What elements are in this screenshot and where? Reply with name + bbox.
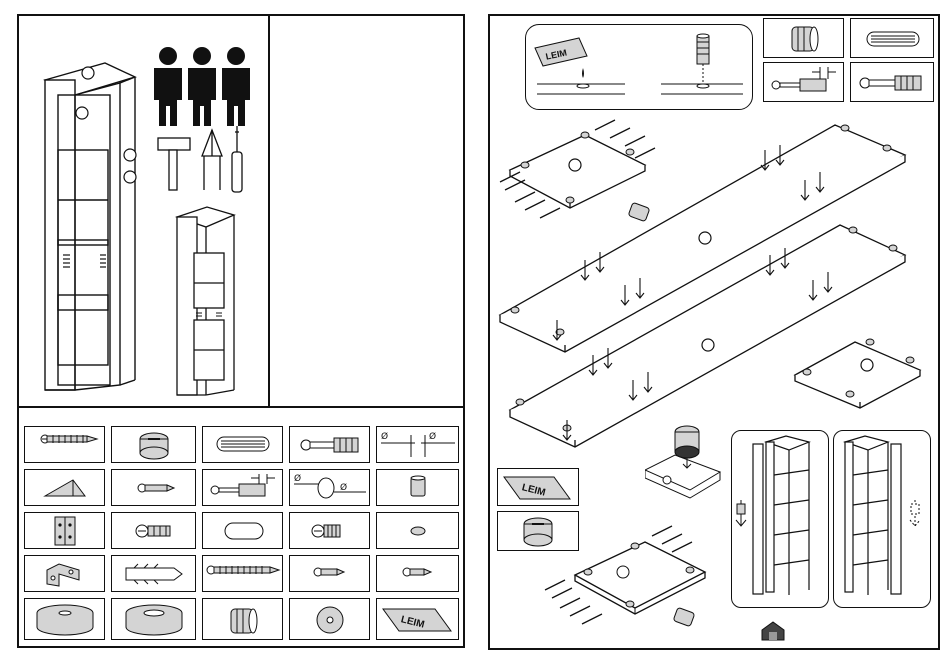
hardware-cell-cap [376, 512, 459, 549]
hardware-cell-dowel-top [850, 18, 934, 58]
cam-bolt-icon [290, 427, 371, 464]
wooden-dowel-icon [851, 19, 935, 59]
cabinet-illustration-large [30, 55, 165, 400]
diameter-guide-icon: Ø Ø [377, 427, 460, 464]
hammer-icon [155, 132, 195, 192]
cam-bolt-icon [851, 63, 935, 103]
hardware-cell-cam-bolt-top [850, 62, 934, 102]
glue-tube-icon: LEIM [498, 469, 580, 507]
hardware-cell-insert-top [763, 18, 844, 58]
foot-pad-icon [112, 599, 197, 641]
hardware-cell-cam-bolt-gap [202, 469, 283, 506]
cam-lock-icon [112, 427, 197, 464]
hardware-cell-washer [289, 598, 370, 640]
cabinet-frame-right-illustration [833, 430, 929, 606]
plastic-insert-icon [764, 19, 845, 59]
diameter-symbol: Ø [294, 473, 301, 484]
hardware-cell-glue-tube: LEIM [376, 598, 459, 640]
dowel-short-icon [203, 513, 284, 550]
hardware-cell-mounting-screw [289, 512, 370, 549]
hardware-cell-cam-bolt-gap-top [763, 62, 844, 102]
shelf-pin-icon [377, 470, 460, 507]
hardware-cell-euro-screw [111, 512, 196, 549]
mounting-screw-icon [290, 513, 371, 550]
hardware-cell-short-screw-small [376, 555, 459, 592]
hardware-cell-wooden-dowel [202, 426, 283, 463]
plastic-insert-icon [203, 599, 284, 641]
long-screw-icon [203, 556, 284, 593]
hardware-cell-small-screw [111, 469, 196, 506]
hinge-icon [25, 513, 106, 550]
dowel-diameter-icon: Ø Ø [290, 470, 371, 507]
wall-plug-icon [112, 556, 197, 593]
awl-icon [198, 128, 226, 194]
cabinet-frame-left-illustration [731, 430, 827, 606]
hardware-cell-glide-pad [24, 598, 105, 640]
hardware-cell-wall-plug [111, 555, 196, 592]
glue-tube-cell: LEIM [497, 468, 579, 506]
hardware-cell-corner-bracket [24, 469, 105, 506]
cam-lock-insertion-detail [645, 420, 725, 500]
wooden-dowel-icon [203, 427, 284, 464]
assembly-panels-illustration [495, 110, 935, 470]
cap-icon [377, 513, 460, 550]
glue-application-illustration: LEIM [525, 24, 751, 108]
bottom-panel-assembly [540, 520, 740, 650]
hardware-cell-shelf-pin [376, 469, 459, 506]
hardware-cell-hinge [24, 512, 105, 549]
diameter-symbol: Ø [381, 431, 388, 442]
hardware-cell-plastic-insert [202, 598, 283, 640]
hardware-cell-dowel-diameter: Ø Ø [289, 469, 370, 506]
hardware-cell-short-screw [289, 555, 370, 592]
hardware-cell-cam-bolt-insert [289, 426, 370, 463]
hardware-cell-cam-lock [111, 426, 196, 463]
hardware-cell-foot-pad [111, 598, 196, 640]
cam-bolt-gap-icon [203, 470, 284, 507]
horizontal-divider [19, 406, 465, 408]
hardware-cell-wall-bracket [24, 555, 105, 592]
glide-pad-icon [25, 599, 106, 641]
small-screw-icon [112, 470, 197, 507]
vertical-divider [268, 16, 270, 406]
short-screw-icon [290, 556, 371, 593]
screwdriver-icon [226, 124, 248, 196]
cam-bolt-gap-icon [764, 63, 845, 103]
corner-bracket-icon [25, 470, 106, 507]
hardware-cell-drill-diameter: Ø Ø [376, 426, 459, 463]
diameter-symbol: Ø [340, 482, 347, 493]
three-persons-icon [152, 46, 257, 128]
hardware-cell-wood-screw [24, 426, 105, 463]
hardware-cell-wooden-dowel-short [202, 512, 283, 549]
washer-icon [290, 599, 371, 641]
glue-tube-icon: LEIM [377, 599, 460, 641]
wall-bracket-icon [25, 556, 106, 593]
short-screw-small-icon [377, 556, 460, 593]
diameter-symbol: Ø [429, 431, 436, 442]
house-logo-icon [760, 620, 786, 642]
wood-screw-icon [25, 427, 106, 464]
euro-screw-icon [112, 513, 197, 550]
cabinet-illustration-small [172, 205, 242, 400]
hardware-cell-long-screw [202, 555, 283, 592]
